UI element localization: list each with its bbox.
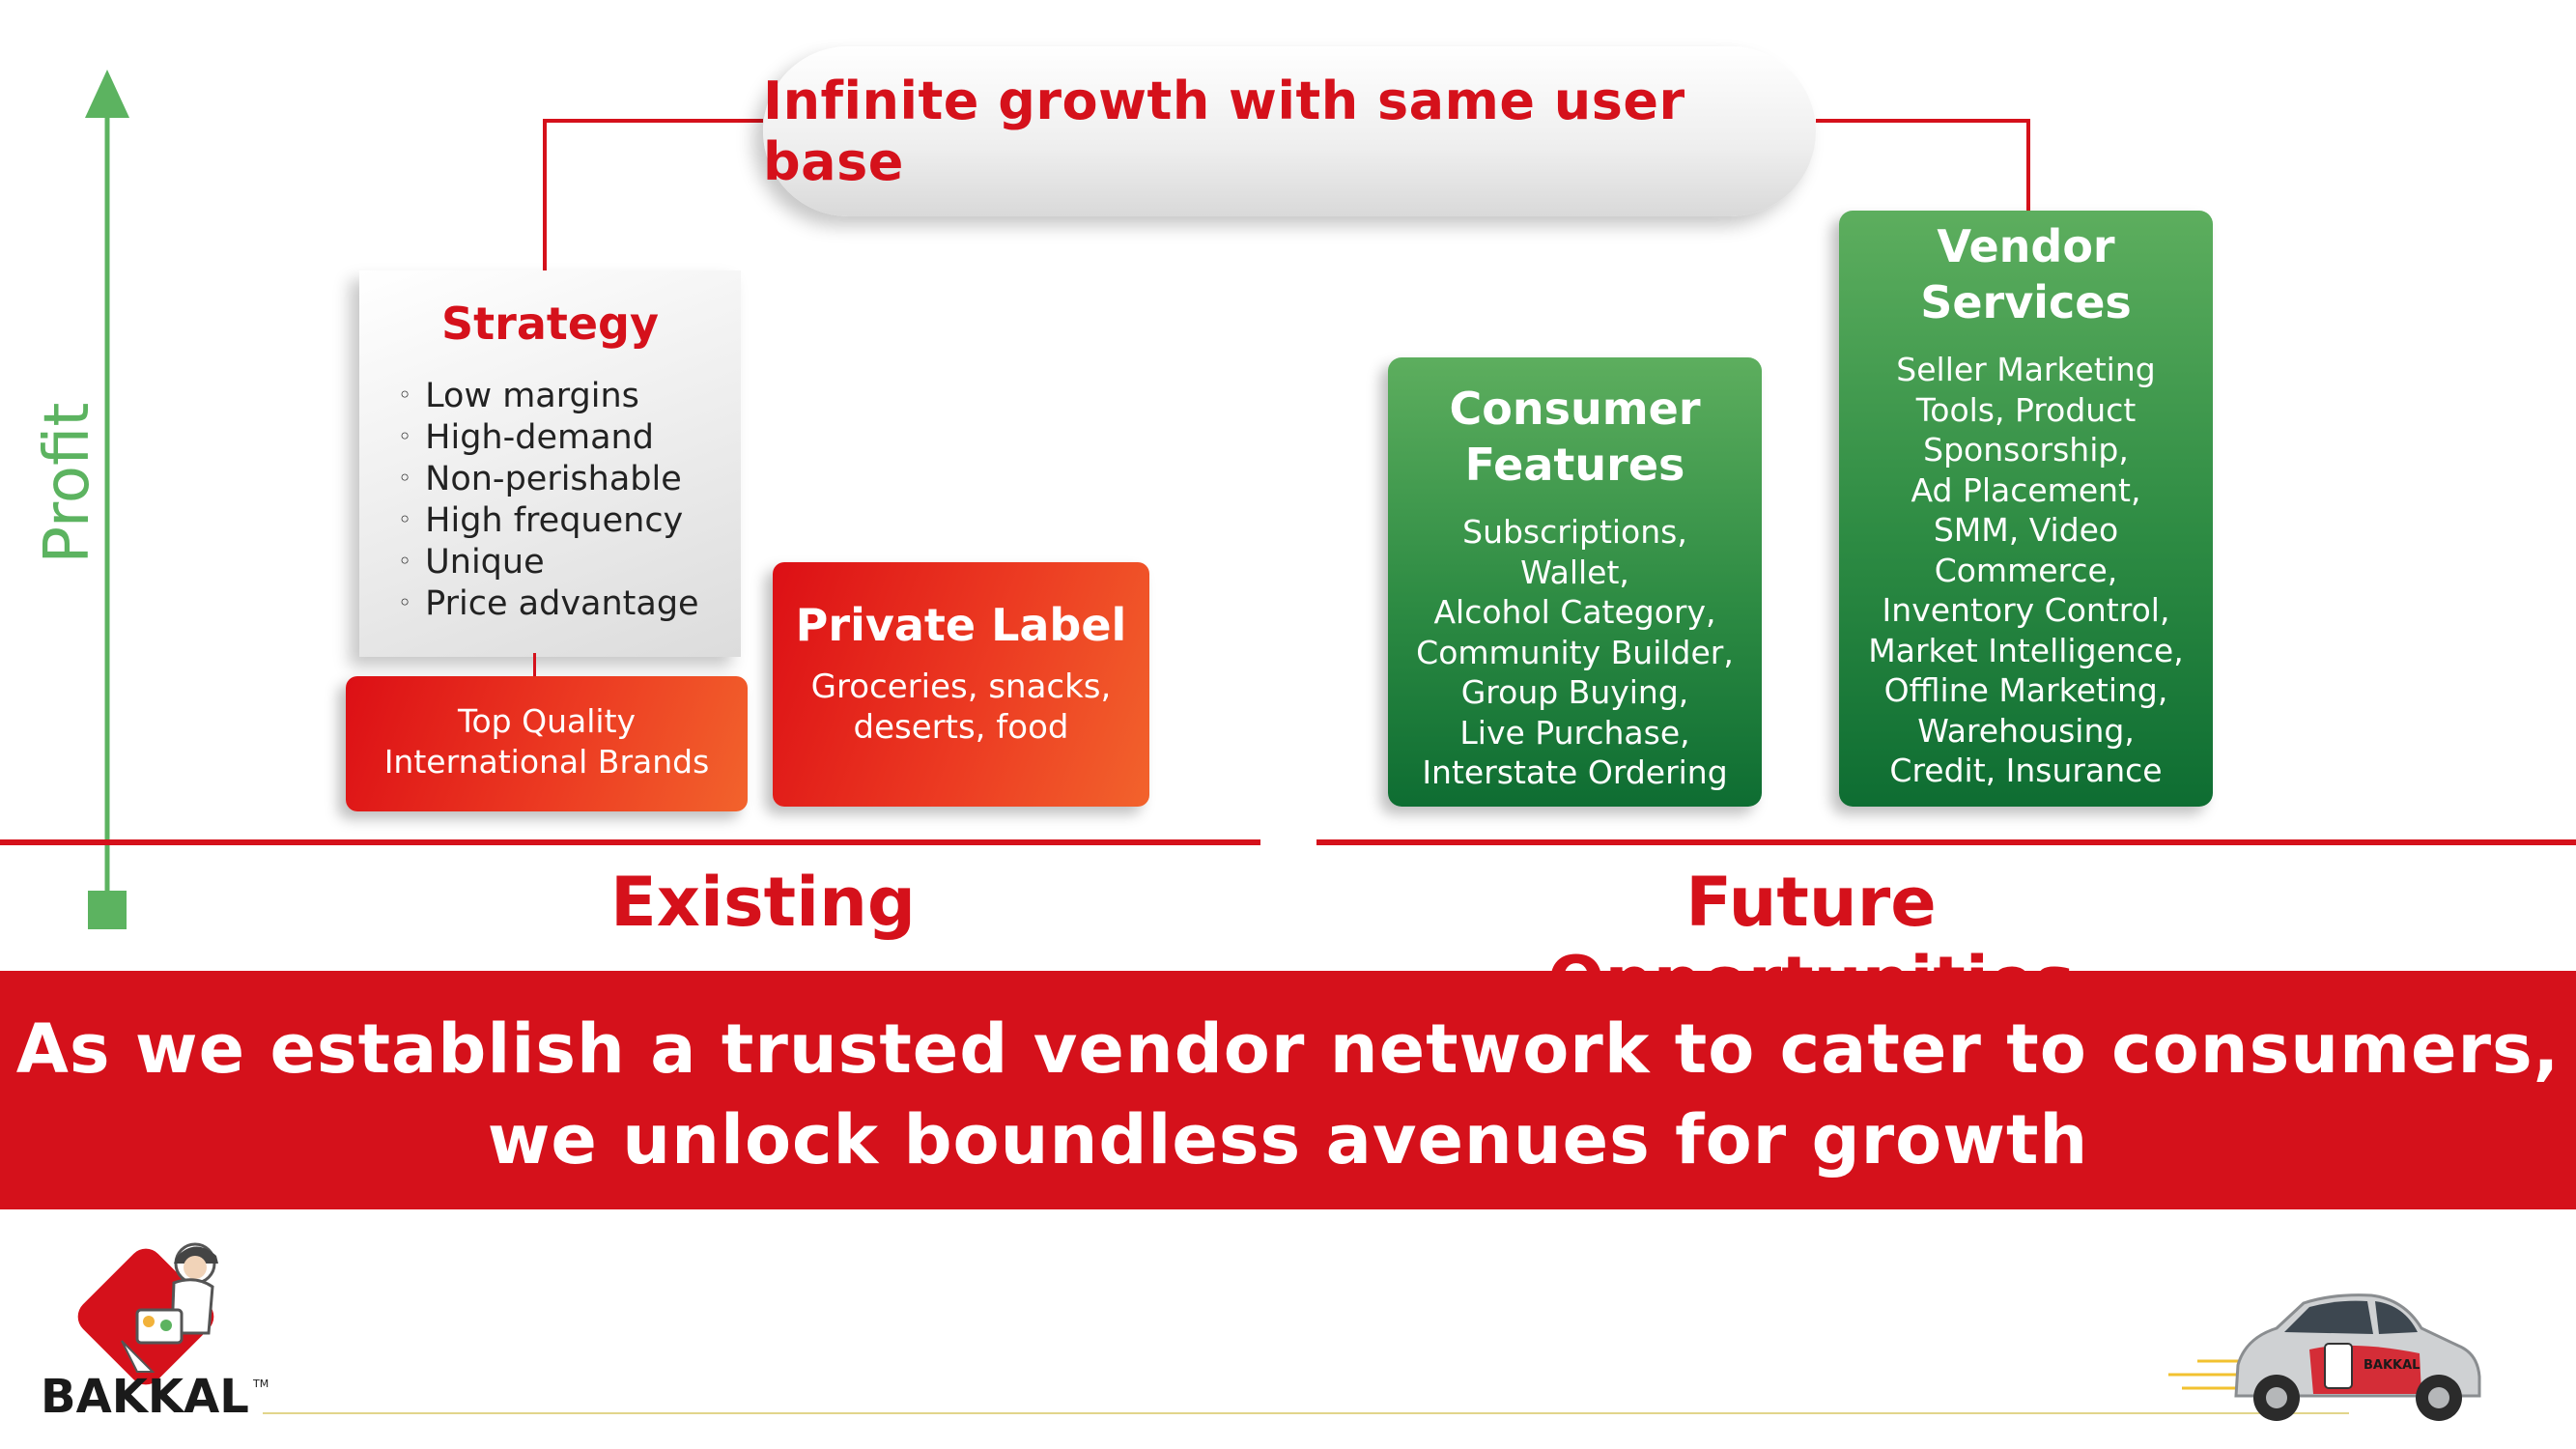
strategy-item: Low margins <box>398 375 699 416</box>
connector-right-horizontal <box>1816 119 2030 123</box>
vendor-service-item: Seller Marketing <box>1896 351 2156 388</box>
strategy-title: Strategy <box>441 298 659 350</box>
strategy-item: Price advantage <box>398 582 698 624</box>
existing-label: Existing <box>609 863 917 942</box>
delivery-car-icon: BAKKAL <box>2168 1293 2481 1421</box>
profit-axis-arrowhead <box>85 70 129 118</box>
consumer-features-title-line2: Features <box>1464 439 1685 491</box>
headline-pill: Infinite growth with same user base <box>763 46 1816 216</box>
private-label-line2: deserts, food <box>853 708 1069 747</box>
vendor-service-item: SMM, Video <box>1933 511 2119 549</box>
vendor-service-item: Offline Marketing, <box>1883 671 2168 709</box>
vendor-service-item: Credit, Insurance <box>1889 752 2163 789</box>
connector-left-vertical <box>543 119 547 273</box>
banner-line2: we unlock boundless avenues for growth <box>487 1100 2089 1179</box>
vendor-services-card: Vendor Services Seller Marketing Tools, … <box>1839 211 2213 807</box>
top-quality-line1: Top Quality <box>457 702 637 740</box>
strategy-item: Non-perishable <box>398 458 699 499</box>
vendor-service-item: Inventory Control, <box>1882 591 2170 629</box>
top-quality-line2: International Brands <box>383 743 710 781</box>
banner-line1: As we establish a trusted vendor network… <box>15 1009 2561 1089</box>
existing-baseline <box>0 839 1260 845</box>
private-label-card: Private Label Groceries, snacks, deserts… <box>773 562 1149 807</box>
private-label-title: Private Label <box>795 599 1127 651</box>
strategy-item: High-demand <box>398 416 699 458</box>
strategy-item: Unique <box>398 541 699 582</box>
consumer-feature-item: Wallet, <box>1520 553 1629 591</box>
vendor-service-item: Market Intelligence, <box>1868 631 2184 669</box>
car-decal-text: BAKKAL <box>2364 1358 2420 1373</box>
vendor-service-item: Ad Placement, <box>1911 470 2141 509</box>
private-label-line1: Groceries, snacks, <box>810 668 1112 706</box>
footer-rule <box>263 1412 2349 1414</box>
vendor-services-title-line2: Services <box>1920 276 2132 328</box>
strategy-list: Low margins High-demand Non-perishable H… <box>398 375 699 624</box>
consumer-feature-item: Live Purchase, <box>1459 713 1690 752</box>
consumer-feature-item: Group Buying, <box>1460 673 1689 711</box>
connector-right-vertical <box>2026 119 2030 213</box>
consumer-feature-item: Alcohol Category, <box>1433 593 1716 631</box>
consumer-feature-item: Community Builder, <box>1416 633 1734 671</box>
vendor-service-item: Sponsorship, <box>1923 431 2129 469</box>
future-baseline <box>1316 839 2576 845</box>
consumer-feature-item: Interstate Ordering <box>1422 753 1728 791</box>
bakkal-logo: BAKKAL TM <box>41 1242 269 1424</box>
bakkal-logo-tm: TM <box>252 1378 269 1390</box>
vendor-services-title-line1: Vendor <box>1937 220 2115 272</box>
car-phone-decal <box>2324 1343 2353 1389</box>
vendor-service-item: Commerce, <box>1934 551 2118 589</box>
consumer-features-card: Consumer Features Subscriptions, Wallet,… <box>1388 357 1762 807</box>
connector-left-horizontal <box>543 119 763 123</box>
profit-axis <box>85 70 129 929</box>
top-quality-card: Top Quality International Brands <box>346 676 748 811</box>
strategy-connector <box>533 653 536 678</box>
strategy-card: Strategy Low margins High-demand Non-per… <box>359 270 741 657</box>
consumer-features-title-line1: Consumer <box>1449 383 1701 435</box>
strategy-item: High frequency <box>398 499 699 541</box>
profit-axis-origin-square <box>88 891 127 929</box>
vendor-service-item: Tools, Product <box>1915 390 2137 429</box>
vendor-service-item: Warehousing, <box>1917 711 2135 750</box>
bottom-banner: As we establish a trusted vendor network… <box>0 971 2576 1209</box>
bakkal-logo-wordmark: BAKKAL <box>41 1370 249 1424</box>
headline-text: Infinite growth with same user base <box>763 71 1685 192</box>
profit-axis-label: Profit <box>32 402 103 564</box>
bakkal-logo-emblem-icon <box>77 1242 218 1385</box>
consumer-feature-item: Subscriptions, <box>1462 513 1687 551</box>
